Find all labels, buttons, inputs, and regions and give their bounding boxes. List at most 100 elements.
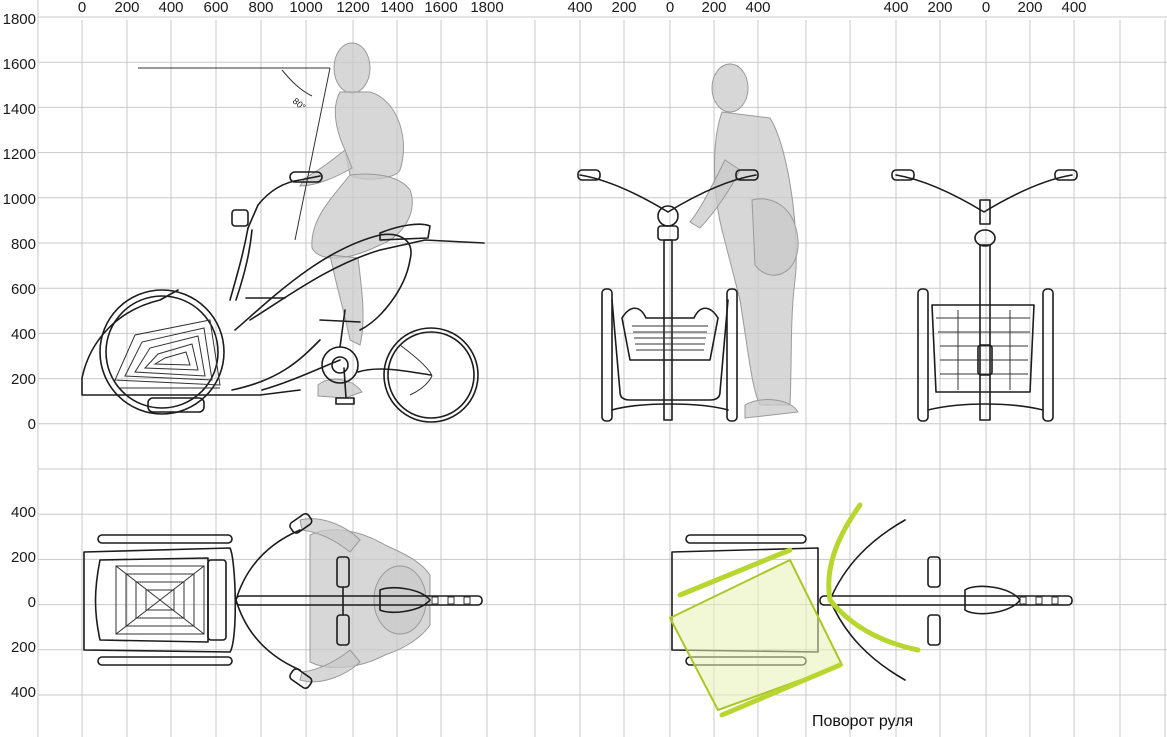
- x-tick: 400: [883, 0, 908, 16]
- handlebar: [247, 175, 321, 229]
- top-seat: [379, 586, 431, 614]
- rear-crank: [977, 344, 993, 376]
- y-tick: 1000: [3, 191, 36, 208]
- x-tick: 400: [1061, 0, 1086, 16]
- top-basket-side: [207, 559, 227, 641]
- rear-axle: [927, 403, 1044, 411]
- y-tick: 1800: [3, 11, 36, 28]
- x-tick: 0: [982, 0, 990, 16]
- y-tick: 400: [11, 504, 36, 521]
- x-tick: 0: [78, 0, 86, 16]
- turned-wheel-lower: [719, 662, 843, 718]
- stem: [979, 199, 991, 225]
- main-frame: [234, 233, 412, 331]
- head-tube: [229, 227, 253, 301]
- x-tick: 200: [114, 0, 139, 16]
- x-tick: 1800: [470, 0, 503, 16]
- basket-shell: [621, 307, 719, 361]
- steering-caption: Поворот руля: [812, 713, 913, 730]
- top-basket-outline: [83, 547, 237, 653]
- side-view-x-ticks: 0 200 400 600 800 1000 1200 1400 1600 18…: [78, 0, 504, 16]
- top-grip-lower: [289, 668, 313, 690]
- left-wheel-front: [601, 288, 613, 422]
- y-tick: 400: [11, 326, 36, 343]
- seat: [379, 223, 431, 241]
- top-wheel-lower: [97, 656, 233, 666]
- x-tick: 1000: [289, 0, 322, 16]
- crank-arm: [343, 367, 347, 399]
- rear-spokes: [399, 344, 433, 396]
- rear-handlebar: [895, 174, 1073, 213]
- top-grip-upper: [289, 512, 313, 534]
- rider-top-silhouette: [299, 518, 431, 683]
- front-handlebar: [579, 174, 757, 213]
- angle-label: 80°: [291, 96, 308, 113]
- right-top-handlebar: [829, 519, 906, 681]
- left-grip-rear: [891, 169, 915, 181]
- basket-frame: [611, 299, 729, 401]
- top-frame: [235, 595, 483, 606]
- top-handlebar: [235, 529, 301, 671]
- right-top-pedal-upper: [927, 556, 941, 588]
- x-tick: 1400: [380, 0, 413, 16]
- x-tick: 400: [745, 0, 770, 16]
- side-view: 80°: [81, 42, 485, 423]
- y-tick: 200: [11, 371, 36, 388]
- turned-handlebar-lower: [827, 597, 921, 653]
- front-wheel: [99, 289, 225, 415]
- basket-body: [81, 289, 301, 396]
- right-wheel-rear: [1042, 288, 1054, 422]
- y-tick: 1600: [3, 56, 36, 73]
- angle-arc: [281, 69, 313, 97]
- x-tick: 400: [567, 0, 592, 16]
- right-top-rear-lights: [1019, 596, 1059, 605]
- top-view-y-ticks: 400 200 0 200 400: [11, 504, 36, 701]
- turned-wheel-upper: [677, 547, 793, 598]
- y-tick: 200: [11, 549, 36, 566]
- rear-wheel-inner: [387, 331, 475, 419]
- y-tick: 600: [11, 281, 36, 298]
- headlamp: [231, 209, 249, 227]
- y-tick: 0: [28, 416, 36, 433]
- front-view-x-ticks: 400 200 0 200 400: [567, 0, 770, 16]
- seat-rear: [974, 229, 996, 247]
- top-basket-inner: [94, 557, 209, 643]
- top-wheel-upper: [97, 534, 233, 544]
- pedal-upper: [319, 309, 361, 348]
- right-top-frame: [819, 595, 1073, 606]
- right-grip: [735, 169, 759, 181]
- left-wheel-rear: [917, 288, 929, 422]
- y-tick: 400: [11, 684, 36, 701]
- top-view-left: [83, 512, 483, 690]
- turned-handlebar-upper: [826, 502, 863, 603]
- chain-stay: [357, 368, 432, 376]
- rear-wheel: [383, 327, 479, 423]
- x-tick: 600: [203, 0, 228, 16]
- right-top-wheel-upper: [685, 534, 807, 544]
- y-tick: 800: [11, 236, 36, 253]
- front-wheel-inner: [105, 295, 219, 409]
- top-basket-pattern: [115, 565, 205, 635]
- steerer-tube: [663, 239, 673, 421]
- steering-turn-overlay: [668, 502, 921, 718]
- front-view: [577, 63, 799, 422]
- x-tick: 1600: [424, 0, 457, 16]
- x-tick: 200: [927, 0, 952, 16]
- right-top-seat: [964, 585, 1021, 615]
- y-tick: 1200: [3, 146, 36, 163]
- front-axle: [611, 403, 729, 411]
- handlebar-grip: [289, 171, 323, 183]
- x-tick: 200: [701, 0, 726, 16]
- turned-basket: [668, 558, 844, 712]
- x-tick: 1200: [336, 0, 369, 16]
- rear-view: [891, 169, 1078, 422]
- y-tick: 200: [11, 639, 36, 656]
- rear-basket: [931, 304, 1035, 393]
- rear-view-x-ticks: 400 200 0 200 400: [883, 0, 1086, 16]
- x-tick: 400: [158, 0, 183, 16]
- right-grip-rear: [1054, 169, 1078, 181]
- front-lamp: [657, 205, 679, 227]
- x-tick: 200: [1017, 0, 1042, 16]
